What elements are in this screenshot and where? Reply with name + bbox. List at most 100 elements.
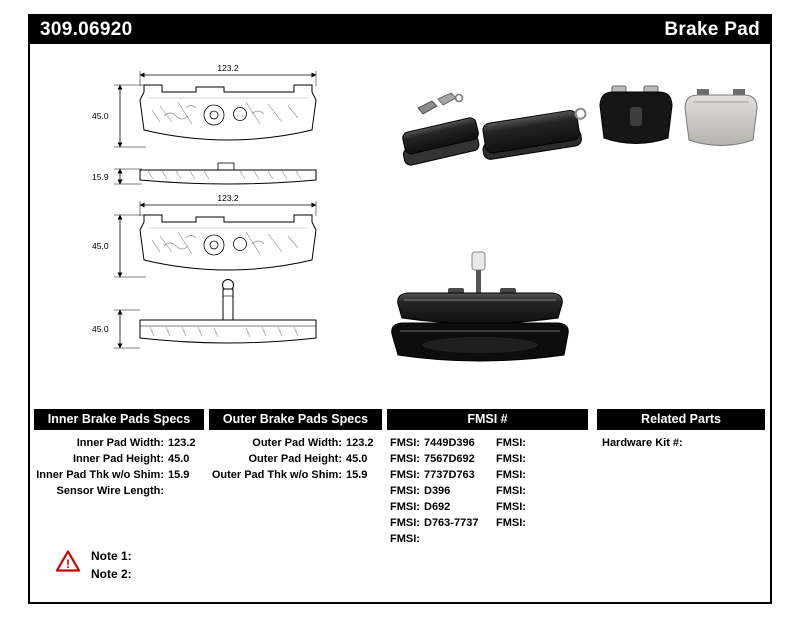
fmsi-row: FMSI: (496, 483, 591, 499)
spec-label: Outer Pad Width: (252, 437, 342, 449)
spec-row: Inner Pad Thk w/o Shim: 15.9 (34, 467, 204, 483)
pad1-width-dimension: 123.2 (139, 63, 317, 86)
fmsi-row: FMSI: (496, 451, 591, 467)
fmsi-value: 7567D692 (424, 453, 475, 465)
pad1-side-drawing (139, 162, 317, 185)
spec-label: Inner Pad Width: (76, 437, 164, 449)
pad2-front-drawing (139, 214, 317, 271)
pad1-height-label: 45.0 (92, 111, 109, 121)
pad2-width-dimension: 123.2 (139, 193, 317, 216)
fmsi-row: FMSI: D692 (390, 499, 490, 515)
related-parts-header: Related Parts (597, 409, 765, 430)
fmsi-label: FMSI: (496, 517, 526, 529)
fmsi-row: FMSI: (496, 467, 591, 483)
part-number: 309.06920 (40, 19, 133, 40)
spec-value: 15.9 (168, 469, 190, 481)
product-category-title: Brake Pad (664, 19, 760, 40)
spec-label: Sensor Wire Length: (56, 485, 164, 497)
pad2-height-label: 45.0 (92, 241, 109, 251)
pad1-width-label: 123.2 (217, 63, 239, 73)
pad2-height-dimension: 45.0 (92, 214, 146, 278)
spec-row: Inner Pad Height: 45.0 (34, 451, 204, 467)
pad1-front-drawing (139, 84, 317, 141)
sensor-pin-photo (471, 251, 486, 296)
pad-photo-angled-medium (482, 107, 587, 160)
pad-dimension-drawings: 123.2 45.0 15.9 123.2 (92, 63, 317, 349)
fmsi-label: FMSI: (496, 469, 526, 481)
spec-row: Outer Pad Width: 123.2 (209, 435, 382, 451)
svg-text:!: ! (66, 557, 70, 571)
fmsi-row: FMSI: (496, 499, 591, 515)
pad-photo-stacked-bottom (391, 322, 569, 362)
fmsi-label: FMSI: (496, 453, 526, 465)
spec-label: Outer Pad Height: (248, 453, 342, 465)
spec-value: 123.2 (168, 437, 196, 449)
fmsi-row: FMSI: 7737D763 (390, 467, 490, 483)
fmsi-row: FMSI: 7567D692 (390, 451, 490, 467)
outer-specs-header: Outer Brake Pads Specs (209, 409, 382, 430)
note-1: Note 1: (91, 549, 132, 563)
fmsi-row: FMSI: 7449D396 (390, 435, 490, 451)
pad-photo-friction-face (684, 89, 758, 146)
note-lines: Note 1: Note 2: (91, 547, 132, 583)
fmsi-label: FMSI: (390, 501, 420, 513)
fmsi-value: 7449D396 (424, 437, 475, 449)
fmsi-value: D396 (424, 485, 451, 497)
fmsi-label: FMSI: (496, 485, 526, 497)
fmsi-row: FMSI: (390, 531, 490, 547)
pad-photo-angled-small (402, 117, 480, 166)
spec-label: Outer Pad Thk w/o Shim: (211, 469, 342, 481)
pad2-side-height-dimension: 45.0 (92, 309, 140, 349)
fmsi-value: D692 (424, 501, 451, 513)
fmsi-label: FMSI: (496, 437, 526, 449)
pad2-side-height-label: 45.0 (92, 324, 109, 334)
pad1-thickness-dimension: 15.9 (92, 168, 142, 185)
spec-value (164, 483, 204, 499)
spec-row: Outer Pad Height: 45.0 (209, 451, 382, 467)
spec-value: 123.2 (346, 437, 374, 449)
warning-triangle-icon: ! (55, 550, 81, 583)
fmsi-label: FMSI: (390, 437, 420, 449)
spec-row: Sensor Wire Length: (34, 483, 204, 499)
fmsi-header: FMSI # (387, 409, 588, 430)
hardware-clips-photo (417, 92, 464, 115)
inner-specs-header: Inner Brake Pads Specs (34, 409, 204, 430)
spec-label: Inner Pad Height: (72, 453, 164, 465)
spec-sheet-page: 309.06920 Brake Pad 123.2 (28, 14, 772, 604)
fmsi-label: FMSI: (390, 485, 420, 497)
fmsi-value: D763-7737 (424, 517, 479, 529)
fmsi-row: FMSI: (496, 435, 591, 451)
fmsi-label: FMSI: (390, 469, 420, 481)
related-label: Hardware Kit #: (602, 437, 683, 449)
fmsi-label: FMSI: (390, 533, 420, 545)
spec-value: 15.9 (346, 469, 368, 481)
spec-label: Inner Pad Thk w/o Shim: (36, 469, 164, 481)
fmsi-row: FMSI: D396 (390, 483, 490, 499)
fmsi-row: FMSI: D763-7737 (390, 515, 490, 531)
product-photos (391, 85, 758, 362)
outer-specs-rows: Outer Pad Width: 123.2 Outer Pad Height:… (209, 435, 382, 483)
spec-value: 45.0 (168, 453, 190, 465)
fmsi-row: FMSI: (496, 515, 591, 531)
fmsi-label: FMSI: (496, 501, 526, 513)
related-parts-rows: Hardware Kit #: (602, 435, 770, 451)
fmsi-value: 7737D763 (424, 469, 475, 481)
pad-photo-backing-plate (599, 85, 673, 144)
fmsi-column-2: FMSI: FMSI: FMSI: FMSI: FMSI: FMSI: (496, 435, 591, 531)
spec-row: Inner Pad Width: 123.2 (34, 435, 204, 451)
fmsi-label: FMSI: (390, 517, 420, 529)
pad2-width-label: 123.2 (217, 193, 239, 203)
inner-specs-rows: Inner Pad Width: 123.2 Inner Pad Height:… (34, 435, 204, 499)
fmsi-label: FMSI: (390, 453, 420, 465)
pad2-side-drawing (139, 279, 317, 344)
pad1-height-dimension: 45.0 (92, 84, 146, 148)
spec-value: 45.0 (346, 453, 368, 465)
header-bar: 309.06920 Brake Pad (30, 16, 770, 44)
pad-photo-stacked-top (397, 288, 563, 324)
note-2: Note 2: (91, 567, 132, 581)
notes-section: ! Note 1: Note 2: (55, 547, 132, 583)
pad1-thickness-label: 15.9 (92, 172, 109, 182)
spec-row: Outer Pad Thk w/o Shim: 15.9 (209, 467, 382, 483)
related-row: Hardware Kit #: (602, 435, 770, 451)
fmsi-column-1: FMSI: 7449D396 FMSI: 7567D692 FMSI: 7737D76… (390, 435, 490, 547)
